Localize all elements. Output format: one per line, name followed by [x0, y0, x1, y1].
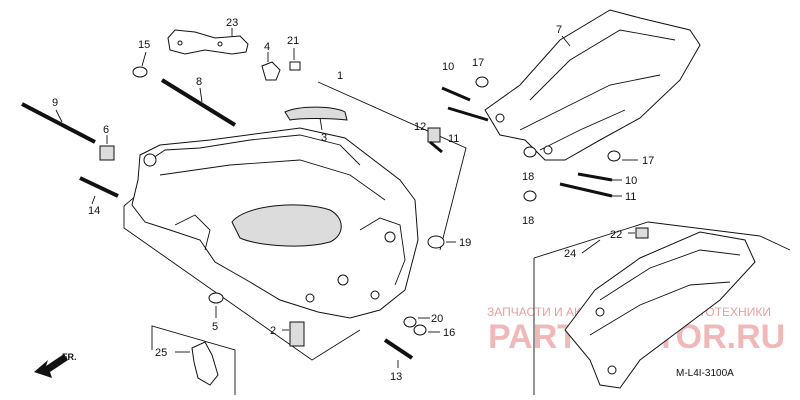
callout-15: 15: [138, 39, 150, 51]
assy-mount-b: [607, 365, 617, 375]
part-5-collar: [208, 292, 224, 304]
part-10-bolt-upper: [441, 86, 471, 102]
leader-24: [581, 239, 601, 254]
callout-10-lower: 10: [625, 175, 637, 187]
callout-21: 21: [287, 35, 299, 47]
part-25-enclosure: [151, 325, 236, 395]
part-23-hole-a: [177, 40, 183, 46]
callout-8: 8: [196, 76, 202, 88]
leader-9: [55, 109, 63, 123]
part-3-cover: [284, 106, 348, 121]
fr-label: FR.: [62, 352, 77, 362]
callout-labels: 1 2 3 4 5 6 7 8 9 10 10 11 11 12 13 14 1…: [52, 17, 654, 383]
part-11-bolt-sub: [447, 106, 489, 122]
callout-24: 24: [564, 248, 576, 260]
part-11-bolt-upper: [429, 140, 443, 154]
frame-enclosure-top: [317, 81, 467, 251]
frame-rear-plate: [359, 217, 406, 286]
callout-23: 23: [226, 17, 238, 29]
callout-22: 22: [610, 229, 622, 241]
part-18-nut-lower: [523, 190, 537, 202]
callout-7: 7: [556, 24, 562, 36]
callout-11-upper: 11: [448, 133, 459, 145]
fr-arrow-icon: [34, 354, 68, 378]
leader-7: [561, 35, 571, 47]
front-direction-arrow: FR.: [34, 352, 77, 378]
part-4-bracket: [261, 61, 281, 81]
callout-9: 9: [52, 97, 58, 109]
subframe-mount-a: [495, 113, 505, 123]
callout-19: 19: [459, 237, 471, 249]
frame-upper-edge: [149, 134, 361, 166]
callout-17-upper: 17: [472, 57, 484, 69]
part-16-nut: [413, 324, 427, 336]
frame-engine-mount: [174, 214, 211, 251]
assy-rail-lower: [589, 281, 731, 336]
assy-body: [564, 231, 756, 389]
frame-head-boss: [143, 153, 157, 167]
diagram-code: M-L4I-3100A: [676, 368, 734, 379]
part-15-nut: [132, 66, 148, 78]
part-17-grommet-lower: [607, 150, 621, 162]
frame-bottom-boss: [305, 293, 315, 303]
part-8-bolt: [160, 78, 237, 127]
callout-14: 14: [88, 205, 100, 217]
assy-rail-upper: [599, 249, 741, 301]
subframe-body: [484, 9, 701, 161]
part-25-bracket: [191, 341, 219, 386]
part-17-grommet-upper: [475, 76, 489, 88]
part-23-bracket: [167, 29, 249, 55]
rear-subframe: [484, 9, 701, 161]
callout-16: 16: [443, 327, 455, 339]
part-18-nut-upper: [523, 146, 537, 158]
callout-18-upper: 18: [522, 171, 534, 183]
part-10-bolt-lower: [577, 172, 613, 182]
part-14-bolt: [79, 176, 119, 198]
callout-10-upper: 10: [442, 61, 454, 73]
frame-pivot-lower: [370, 290, 380, 300]
part-20-nut: [403, 316, 417, 328]
part-21-bolt: [289, 61, 301, 71]
main-frame: [123, 81, 467, 361]
assy-mount-a: [595, 307, 605, 317]
callout-13: 13: [390, 371, 402, 383]
part-2-plate: [289, 321, 305, 347]
callout-3: 3: [321, 132, 327, 144]
assy-enclosure-top: [533, 221, 761, 259]
subframe-rail-lower: [519, 74, 661, 131]
part-22-clip: [635, 227, 649, 239]
leader-15: [141, 51, 147, 67]
part-9-bolt: [21, 102, 96, 144]
callout-2: 2: [270, 325, 276, 337]
leader-14: [91, 195, 96, 205]
part-13-bolt: [383, 338, 414, 360]
rear-subframe-assy: [533, 221, 791, 395]
subframe-rail-bottom: [539, 109, 626, 151]
part-6-collar: [99, 145, 115, 161]
part-23-hole-b: [217, 41, 223, 47]
callout-17-lower: 17: [642, 155, 654, 167]
frame-window: [231, 204, 342, 247]
part-12-bolt: [427, 127, 441, 143]
frame-inner-edge: [159, 159, 386, 201]
callout-18-lower: 18: [522, 215, 534, 227]
callout-12: 12: [414, 121, 426, 133]
callout-11-lower: 11: [625, 191, 636, 203]
frame-pivot-boss: [384, 231, 396, 243]
leader-8: [199, 87, 203, 103]
callout-5: 5: [212, 321, 218, 333]
callout-6: 6: [103, 124, 109, 136]
leader-3: [319, 117, 323, 131]
frame-lower-boss: [337, 274, 349, 286]
assy-enclosure-right: [759, 235, 791, 251]
callout-4: 4: [264, 41, 270, 53]
callout-1: 1: [337, 70, 343, 82]
callout-25: 25: [155, 347, 167, 359]
subframe-rail-upper: [529, 29, 676, 101]
part-11-bolt-lower: [559, 182, 613, 198]
callout-20: 20: [431, 313, 443, 325]
part-19-nut: [427, 235, 445, 249]
subframe-mount-b: [543, 145, 553, 155]
